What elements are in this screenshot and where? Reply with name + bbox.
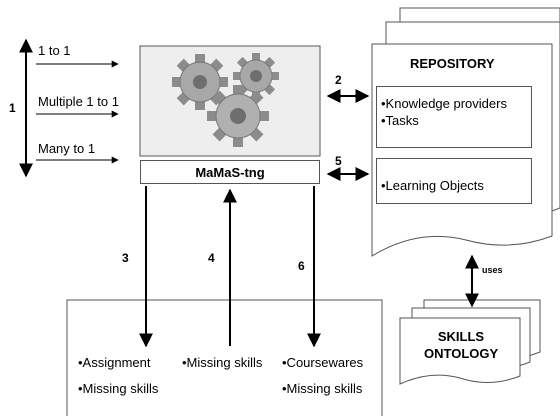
output-col3-item: •Coursewares — [282, 355, 364, 370]
relation-many-to-one: Many to 1 — [38, 141, 96, 156]
repository-title: REPOSITORY — [410, 56, 495, 71]
repository-item: •Learning Objects — [381, 178, 484, 193]
step-number-2: 2 — [335, 73, 342, 87]
outputs-box — [66, 299, 383, 416]
repository-objects-box: •Learning Objects — [376, 158, 532, 204]
system-name: MaMaS-tng — [140, 160, 320, 184]
step-number-4: 4 — [208, 251, 215, 265]
step-number-6: 6 — [298, 259, 305, 273]
output-col1-item: •Assignment — [78, 355, 151, 370]
gears-icon — [172, 53, 279, 147]
ontology-title-line2: ONTOLOGY — [424, 346, 499, 361]
repository-item: •Tasks — [381, 113, 419, 128]
repository-item: •Knowledge providers — [381, 96, 507, 111]
output-col2-item: •Missing skills — [182, 355, 263, 370]
repository-providers-box: •Knowledge providers •Tasks — [376, 86, 532, 148]
output-col1-item: •Missing skills — [78, 381, 159, 396]
step-number-5: 5 — [335, 154, 342, 168]
repository-doc-front — [371, 43, 553, 257]
relation-multiple-one-to-one: Multiple 1 to 1 — [38, 94, 119, 109]
ontology-doc-front — [399, 317, 521, 385]
uses-label: uses — [482, 265, 503, 275]
relation-one-to-one: 1 to 1 — [38, 43, 71, 58]
output-col3-item: •Missing skills — [282, 381, 363, 396]
ontology-title-line1: SKILLS — [437, 329, 485, 344]
step-number-3: 3 — [122, 251, 129, 265]
step-number-1: 1 — [9, 101, 16, 115]
ontology-stack — [399, 299, 541, 385]
